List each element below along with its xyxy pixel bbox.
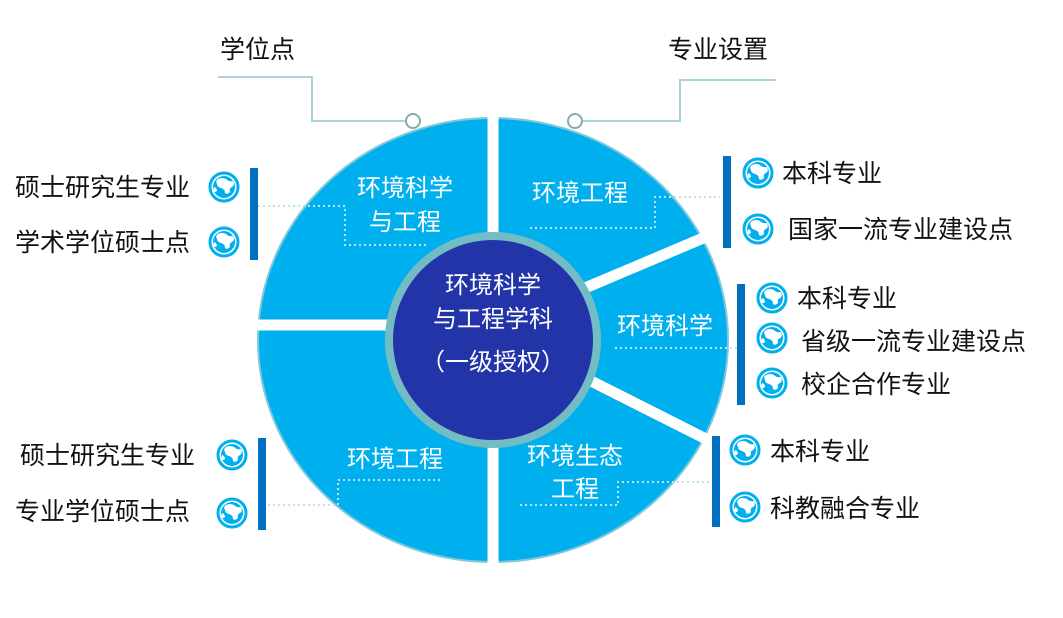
segment-right: 环境科学 <box>617 312 713 340</box>
group-bar <box>258 438 266 530</box>
globe-icon <box>742 213 774 245</box>
center-title-line3: （一级授权） <box>421 348 565 376</box>
list-item: 硕士研究生专业 <box>15 173 190 202</box>
header-connector-left <box>218 76 421 129</box>
list-item: 本科专业 <box>782 159 882 188</box>
leader-lines <box>258 196 740 506</box>
segment-top-left-line2: 与工程 <box>369 208 441 236</box>
list-item: 科教融合专业 <box>770 494 920 523</box>
globe-icon <box>216 497 248 529</box>
list-item: 省级一流专业建设点 <box>801 327 1026 356</box>
header-major-settings: 专业设置 <box>668 35 768 64</box>
globe-icon <box>729 491 761 523</box>
list-item: 学术学位硕士点 <box>15 228 190 257</box>
group-bar <box>723 156 731 248</box>
segment-bottom-right-line2: 工程 <box>551 475 599 503</box>
globe-icon <box>756 322 788 354</box>
list-item: 专业学位硕士点 <box>15 497 190 526</box>
globe-icon <box>729 434 761 466</box>
group-bar <box>737 284 745 405</box>
segment-separators <box>256 116 711 565</box>
list-item: 本科专业 <box>770 437 870 466</box>
list-item: 国家一流专业建设点 <box>788 215 1013 244</box>
header-degree-points: 学位点 <box>220 35 295 64</box>
center-title-line2: 与工程学科 <box>433 305 553 333</box>
segment-top-left-line1: 环境科学 <box>357 174 453 202</box>
center-title-line1: 环境科学 <box>445 271 541 299</box>
list-item: 本科专业 <box>797 284 897 313</box>
group-bar <box>250 168 258 260</box>
list-item: 硕士研究生专业 <box>20 441 195 470</box>
globe-icon <box>216 439 248 471</box>
globe-icon <box>208 171 240 203</box>
globe-icon <box>208 226 240 258</box>
list-item: 校企合作专业 <box>801 370 951 399</box>
header-connector-right <box>567 79 776 129</box>
center-circle <box>393 240 593 440</box>
segment-bottom-left: 环境工程 <box>347 445 443 473</box>
segment-top-right: 环境工程 <box>532 179 628 207</box>
segment-bottom-right-line1: 环境生态 <box>527 442 623 470</box>
globe-icon <box>742 157 774 189</box>
globe-icon <box>756 282 788 314</box>
group-bar <box>712 436 720 527</box>
globe-icon <box>756 367 788 399</box>
